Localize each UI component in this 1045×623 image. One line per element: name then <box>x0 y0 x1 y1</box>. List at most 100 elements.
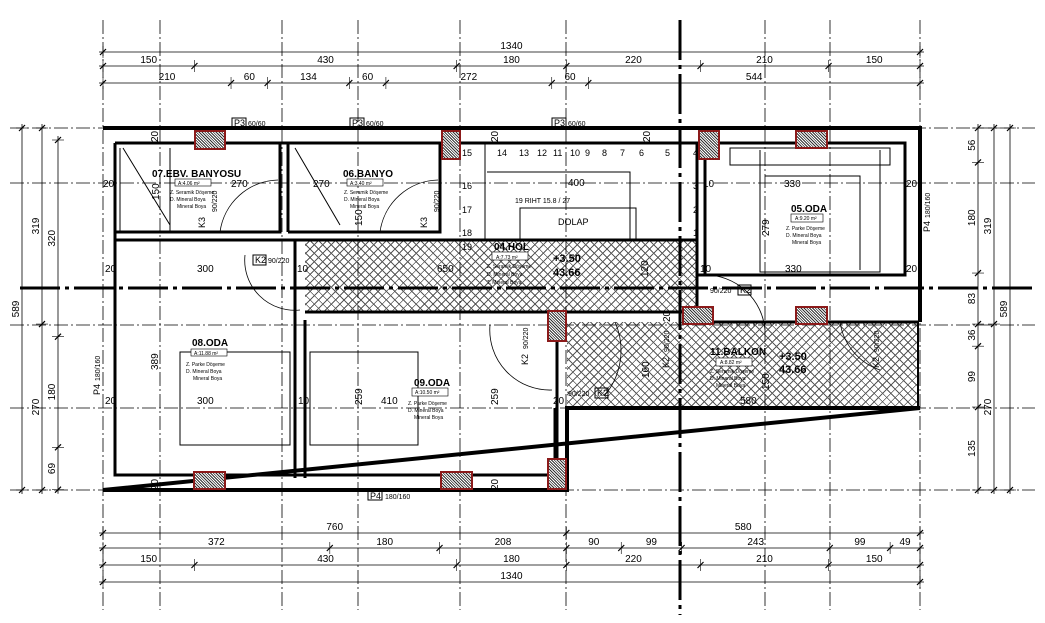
tag-code: K2 <box>520 354 530 365</box>
room-ceiling: Mineral Boya <box>716 383 745 389</box>
dim-text: 20 <box>105 396 117 407</box>
room-06-banyo: 06.BANYO A:3.40 m² Z. Seramik Döşeme D. … <box>343 169 393 210</box>
room-11-balkon: 11.BALKON A:8.82 m² Z. Seramik Döşeme D.… <box>710 347 807 389</box>
dimension-value: 589 <box>999 300 1010 317</box>
room-wall: D. Mineral Boya <box>710 376 746 382</box>
dim-text: 20 <box>490 130 501 142</box>
dim-text: 580 <box>740 396 757 407</box>
tag-size: 90/220 <box>568 391 590 398</box>
dim-text: 270 <box>231 179 248 190</box>
column <box>795 306 828 325</box>
tag-size: 60/60 <box>248 121 266 128</box>
stair-step-number: 19 <box>462 242 472 252</box>
room-wall: D. Mineral Boya <box>344 197 380 203</box>
dim-text: 20 <box>906 264 918 275</box>
tag-code: P4 <box>92 384 102 395</box>
dimension-value: 372 <box>208 537 225 548</box>
closet-label: DOLAP <box>558 217 589 227</box>
tag-code: K2 <box>661 357 671 368</box>
room-wall: D. Mineral Boya <box>408 408 444 414</box>
dimension-value: 134 <box>300 72 317 83</box>
dimension-value: 220 <box>625 55 642 66</box>
dimension-value: 1340 <box>500 41 523 52</box>
room-name: 11.BALKON <box>710 347 766 358</box>
room-ceiling: Mineral Boya <box>193 376 222 382</box>
tag-size: 180/160 <box>385 494 410 501</box>
dimension-value: 243 <box>747 537 764 548</box>
stair-step-number: 7 <box>620 148 625 158</box>
dimension-value: 208 <box>495 537 512 548</box>
dimension-value: 270 <box>983 398 994 415</box>
column <box>194 130 226 150</box>
room-ceiling: Mineral Boya <box>177 204 206 210</box>
dimension-value: 135 <box>967 440 978 457</box>
dim-text: 279 <box>761 219 772 236</box>
room-name: 05.ODA <box>791 204 827 215</box>
tag-code: K2 <box>597 388 608 398</box>
dim-text: 20 <box>642 130 653 142</box>
room-floor: Z. Seramik Döşeme <box>487 264 531 270</box>
dimension-value: 60 <box>244 72 256 83</box>
stair-width: 400 <box>568 178 585 189</box>
tag-code: K2 <box>255 255 266 265</box>
level-mark: +3.50 <box>553 253 581 265</box>
dimension-value: 270 <box>31 398 42 415</box>
dimension-value: 150 <box>866 55 883 66</box>
tag-size: 90/220 <box>874 330 881 352</box>
dim-text: 150 <box>151 183 162 200</box>
room-05-oda: 05.ODA A:9.20 m² Z. Parke Döşeme D. Mine… <box>786 204 827 246</box>
room-ceiling: Mineral Boya <box>350 204 379 210</box>
tag-code: K2 <box>740 285 751 295</box>
room-area: A:11.88 m² <box>194 351 218 357</box>
tag-code: P3 <box>352 118 363 128</box>
room-floor: Z. Seramik Döşeme <box>344 190 388 196</box>
dim-text: 259 <box>490 388 501 405</box>
dim-text: 10 <box>297 264 309 275</box>
dimension-value: 99 <box>854 537 866 548</box>
dim-text: 120 <box>640 260 651 277</box>
dim-text: 10 <box>298 396 310 407</box>
dimension-value: 60 <box>564 72 576 83</box>
stair-step-number: 3 <box>693 181 698 191</box>
dim-text: 300 <box>197 396 214 407</box>
dimension-value: 60 <box>362 72 374 83</box>
room-floor: Z. Parke Döşeme <box>186 362 225 368</box>
dimension-value: 180 <box>503 55 520 66</box>
dimension-value: 272 <box>460 72 477 83</box>
stair-step-number: 2 <box>693 205 698 215</box>
dimension-value: 210 <box>756 554 773 565</box>
room-name: 07.EBV. BANYOSU <box>152 169 241 180</box>
room-ceiling: T. Mineral Boya <box>487 280 522 286</box>
stair-step-number: 18 <box>462 228 472 238</box>
dimension-value: 49 <box>899 537 911 548</box>
room-ceiling: Mineral Boya <box>792 240 821 246</box>
dim-text: 20 <box>490 478 501 490</box>
dimension-value: 69 <box>47 463 58 475</box>
dimension-value: 210 <box>756 55 773 66</box>
dim-text: 20 <box>150 130 161 142</box>
stair-step-number: 14 <box>497 148 507 158</box>
dim-text: 160 <box>641 361 652 378</box>
room-area: A:7.73 m² <box>496 255 518 261</box>
dimension-value: 180 <box>503 554 520 565</box>
tag-code: P4 <box>922 221 932 232</box>
room-wall: D. Mineral Boya <box>186 369 222 375</box>
tag-code: K3 <box>197 217 207 228</box>
dimension-value: 319 <box>31 217 42 234</box>
room-ceiling: Mineral Boya <box>414 415 443 421</box>
dim-text: 650 <box>437 264 454 275</box>
stair-step-number: 10 <box>570 148 580 158</box>
room-area: A:3.40 m² <box>350 181 372 187</box>
room-name: 09.ODA <box>414 378 450 389</box>
dimension-value: 319 <box>983 217 994 234</box>
room-name: 04.HOL <box>494 242 529 253</box>
level-mark: +3.50 <box>779 351 807 363</box>
room-08-oda: 08.ODA A:11.88 m² Z. Parke Döşeme D. Min… <box>186 338 228 382</box>
room-04-hol: 04.HOL A:7.73 m² Z. Seramik Döşeme D. Mi… <box>487 242 581 286</box>
dim-text: 20 <box>553 396 565 407</box>
